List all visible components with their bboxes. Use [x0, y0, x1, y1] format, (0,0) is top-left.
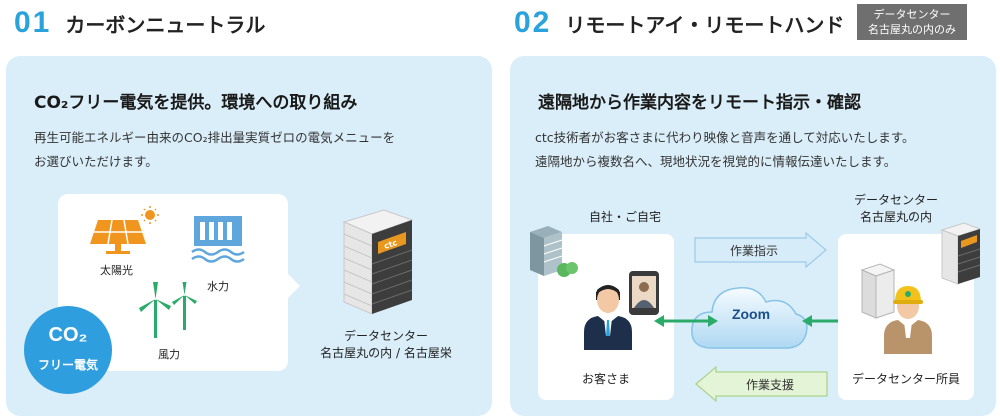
section-1-header: 01 カーボンニュートラル [14, 6, 265, 40]
hydro-dam-icon [191, 216, 245, 263]
carbon-neutral-heading: CO₂フリー電気を提供。環境への取り組み [34, 93, 358, 113]
dc-remote-label-line1: データセンター [853, 193, 938, 207]
remote-hands-description: ctc技術者がお客さまに代わり映像と音声を通して対応いたします。 遠隔地から複数… [535, 126, 915, 174]
support-arrow [695, 366, 828, 402]
section-2-number: 02 [514, 6, 552, 39]
instruction-arrow [694, 232, 827, 268]
section-1-title: カーボンニュートラル [65, 12, 266, 37]
support-label: 作業支援 [745, 378, 794, 392]
location-tag: データセンター 名古屋丸の内のみ [857, 4, 967, 40]
datacenter-building-icon [342, 209, 414, 315]
remote-description-line-2: 遠隔地から複数名へ、現地状況を視覚的に情報伝達いたします。 [535, 154, 897, 169]
description-line-2: お選びいただけます。 [34, 154, 158, 169]
datacenter-location-label: データセンター 名古屋丸の内 / 名古屋栄 [306, 328, 466, 362]
hydro-label: 水力 [207, 280, 229, 293]
co2-badge-title: CO₂ [48, 324, 88, 346]
wind-turbine-icon [139, 282, 197, 338]
solar-label: 太陽光 [100, 264, 133, 277]
instruction-label: 作業指示 [729, 244, 778, 258]
carbon-neutral-panel: CO₂フリー電気を提供。環境への取り組み 再生可能エネルギー由来のCO₂排出量実… [6, 56, 492, 416]
staff-label: データセンター所員 [851, 372, 960, 386]
datacenter-label-line2: 名古屋丸の内 / 名古屋栄 [320, 346, 452, 360]
dc-remote-label: データセンター 名古屋丸の内 [836, 192, 956, 226]
office-building-icon [530, 226, 578, 277]
solar-panel-icon [90, 206, 159, 254]
home-label: 自社・ご自宅 [588, 210, 661, 224]
co2-badge-subtitle: フリー電気 [37, 358, 98, 372]
cloud-icon [691, 287, 808, 349]
tablet-video-icon [629, 271, 659, 315]
datacenter-label-line1: データセンター [343, 329, 428, 343]
dc-remote-label-line2: 名古屋丸の内 [859, 210, 932, 224]
datacenter-small-icon [940, 222, 982, 285]
remote-hands-heading: 遠隔地から作業内容をリモート指示・確認 [538, 93, 861, 113]
wind-label: 風力 [158, 348, 180, 361]
remote-description-line-1: ctc技術者がお客さまに代わり映像と音声を通して対応いたします。 [535, 130, 915, 145]
co2-free-badge: CO₂ フリー電気 [24, 306, 112, 394]
location-tag-line2: 名古屋丸の内のみ [868, 23, 956, 36]
section-2-title: リモートアイ・リモートハンド [565, 12, 845, 37]
datacenter-staff-icon [884, 286, 932, 354]
carbon-neutral-description: 再生可能エネルギー由来のCO₂排出量実質ゼロの電気メニューを お選びいただけます… [34, 126, 395, 174]
description-line-1: 再生可能エネルギー由来のCO₂排出量実質ゼロの電気メニューを [34, 130, 396, 145]
customer-person-icon [584, 285, 632, 350]
server-rack-icon [860, 263, 896, 319]
remote-hands-panel: 遠隔地から作業内容をリモート指示・確認 ctc技術者がお客さまに代わり映像と音声… [510, 56, 996, 416]
customer-label: お客さま [581, 372, 630, 386]
connect-arrow-left [654, 315, 718, 327]
section-2-header: 02 リモートアイ・リモートハンド [514, 6, 844, 40]
location-tag-line1: データセンター [873, 8, 951, 21]
cloud-label: Zoom [731, 306, 771, 322]
section-1-number: 01 [14, 6, 52, 39]
